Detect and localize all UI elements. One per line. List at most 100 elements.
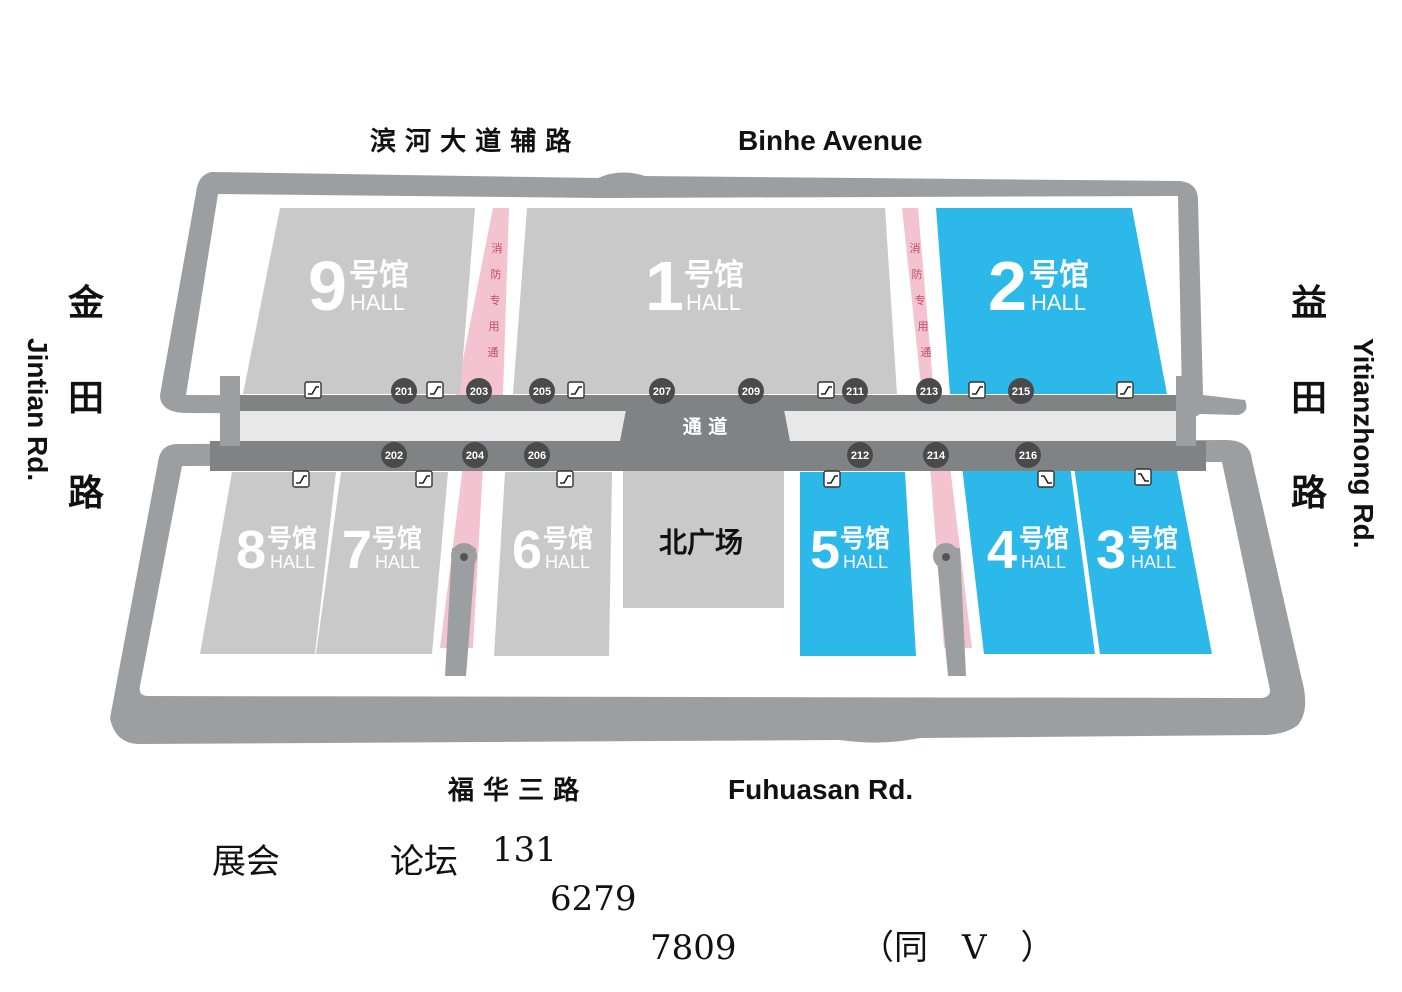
north-plaza-shape (623, 470, 784, 608)
escalator-icon (426, 381, 444, 399)
svg-text:消: 消 (492, 241, 503, 255)
escalator-icon (304, 381, 322, 399)
svg-text:3: 3 (1096, 520, 1126, 580)
note-number-2: 6279 (550, 879, 637, 919)
svg-text:205: 205 (533, 386, 551, 398)
svg-text:203: 203 (470, 386, 488, 398)
svg-text:216: 216 (1019, 450, 1037, 462)
svg-text:HALL: HALL (350, 290, 405, 315)
hall-7-label[interactable]: 7 号馆 HALL (342, 520, 422, 580)
passage-label: 通 道 (683, 415, 728, 438)
west-road-en: Jintian Rd. (22, 338, 53, 481)
hall-1-label[interactable]: 1 号馆 HALL (645, 247, 744, 325)
corridor-end-east (1176, 376, 1196, 446)
svg-text:号馆: 号馆 (1128, 524, 1178, 553)
hall-9-label[interactable]: 9 号馆 HALL (308, 247, 409, 325)
svg-text:专: 专 (915, 293, 926, 307)
svg-text:号馆: 号馆 (543, 524, 593, 553)
hall-5-label[interactable]: 5 号馆 HALL (810, 520, 890, 580)
hall-1-shape (513, 208, 897, 394)
room-201-marker[interactable]: 201 (391, 378, 417, 404)
svg-text:路: 路 (1291, 473, 1328, 514)
escalator-icon (1037, 470, 1055, 488)
room-215-marker[interactable]: 215 (1008, 378, 1034, 404)
svg-text:田: 田 (68, 378, 104, 419)
svg-text:HALL: HALL (545, 552, 590, 572)
room-203-marker[interactable]: 203 (466, 378, 492, 404)
svg-text:号馆: 号馆 (267, 524, 317, 553)
hall-2-shape (936, 208, 1167, 394)
corridor-south-band (210, 441, 1206, 471)
svg-text:213: 213 (920, 386, 938, 398)
escalator-icon (567, 381, 585, 399)
room-214-marker[interactable]: 214 (923, 442, 949, 468)
room-207-marker[interactable]: 207 (649, 378, 675, 404)
svg-text:209: 209 (742, 386, 760, 398)
svg-text:号馆: 号馆 (349, 258, 409, 293)
svg-text:8: 8 (236, 520, 266, 580)
hall-3-shape (1074, 466, 1212, 654)
fire-lane-east-north (902, 208, 934, 395)
note-expo: 展会 (212, 842, 280, 882)
svg-text:5: 5 (810, 520, 840, 580)
svg-text:通: 通 (488, 346, 499, 359)
svg-text:7: 7 (342, 520, 372, 580)
ramp-west (445, 548, 476, 676)
south-road-en: Fuhuasan Rd. (728, 774, 913, 805)
west-road-cn: 金 田 路 (67, 282, 105, 514)
fire-lane-west-north (456, 208, 509, 395)
svg-text:HALL: HALL (1131, 552, 1176, 572)
note-paren: （同 V ） (860, 928, 1055, 968)
svg-text:号馆: 号馆 (1029, 258, 1089, 293)
room-213-marker[interactable]: 213 (916, 378, 942, 404)
hall-6-shape (494, 472, 612, 656)
room-206-marker[interactable]: 206 (524, 442, 550, 468)
svg-text:专: 专 (490, 293, 501, 307)
hall-2-label[interactable]: 2 号馆 HALL (988, 247, 1089, 325)
svg-text:4: 4 (987, 520, 1017, 580)
svg-text:HALL: HALL (1021, 552, 1066, 572)
corridor-end-west (220, 376, 240, 446)
room-204-marker[interactable]: 204 (462, 442, 488, 468)
svg-text:田: 田 (1291, 378, 1327, 419)
south-road-cn: 福 华 三 路 (447, 775, 580, 806)
ramp-east (936, 548, 966, 676)
svg-text:202: 202 (385, 450, 403, 462)
svg-text:207: 207 (653, 386, 671, 398)
north-road-en: Binhe Avenue (738, 125, 923, 156)
svg-text:号馆: 号馆 (684, 258, 744, 293)
svg-text:通: 通 (921, 346, 932, 359)
hall-8-label[interactable]: 8 号馆 HALL (236, 520, 317, 580)
svg-text:HALL: HALL (843, 552, 888, 572)
hall-6-label[interactable]: 6 号馆 HALL (512, 520, 593, 580)
room-212-marker[interactable]: 212 (847, 442, 873, 468)
svg-text:6: 6 (512, 520, 542, 580)
svg-text:消: 消 (910, 241, 921, 255)
room-209-marker[interactable]: 209 (738, 378, 764, 404)
svg-text:2: 2 (988, 247, 1027, 325)
svg-text:206: 206 (528, 450, 546, 462)
corridor-north-band (230, 395, 1196, 411)
ramp-west-dot (460, 553, 468, 561)
escalator-icon (292, 470, 310, 488)
svg-text:211: 211 (846, 386, 864, 398)
svg-text:201: 201 (395, 386, 413, 398)
svg-text:金: 金 (67, 282, 105, 324)
room-202-marker[interactable]: 202 (381, 442, 407, 468)
hall-3-label[interactable]: 3 号馆 HALL (1096, 520, 1178, 580)
note-number-1: 131 (492, 830, 557, 870)
fire-lane-text-west: 消 防 专 用 通 (488, 241, 503, 359)
passage-block (620, 410, 790, 441)
escalator-icon (968, 381, 986, 399)
svg-text:用: 用 (489, 320, 500, 333)
room-211-marker[interactable]: 211 (842, 378, 868, 404)
room-216-marker[interactable]: 216 (1015, 442, 1041, 468)
hall-4-label[interactable]: 4 号馆 HALL (987, 520, 1069, 580)
svg-text:214: 214 (927, 450, 946, 462)
north-road-cn: 滨 河 大 道 辅 路 (370, 126, 572, 157)
north-plaza-label[interactable]: 北广场 (659, 526, 743, 559)
room-205-marker[interactable]: 205 (529, 378, 555, 404)
svg-text:212: 212 (851, 450, 869, 462)
escalator-icon (1116, 381, 1134, 399)
